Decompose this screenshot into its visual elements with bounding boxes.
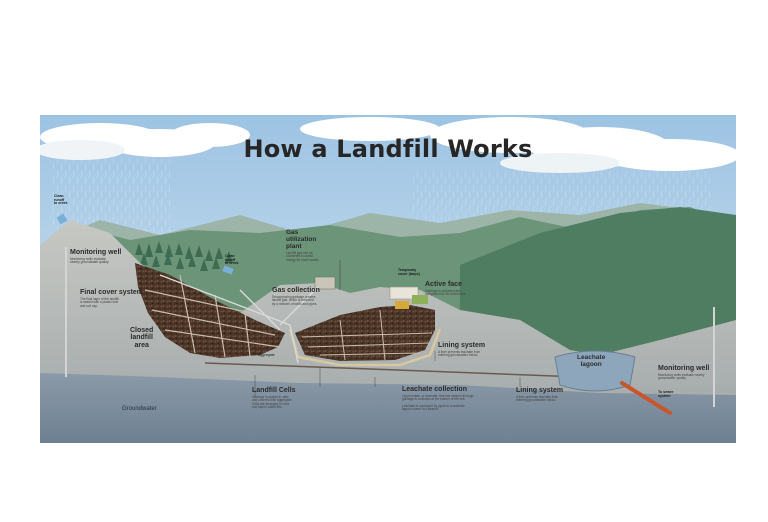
desc-leachate-collection: Liquid waste, or leachate, that has seep… xyxy=(402,395,473,412)
desc-final-cover: The final layer of the landfill is seale… xyxy=(80,298,119,308)
landfill-illustration xyxy=(40,115,736,443)
desc-active-face: Garbage is unloaded and compacted at the… xyxy=(425,290,466,297)
label-groundwater: Groundwater xyxy=(122,406,157,412)
desc-monitoring-well-right: Monitoring wells evaluate nearby groundw… xyxy=(658,374,704,381)
label-aggregate: Aggregate xyxy=(258,354,275,358)
label-gas-collection: Gas collection xyxy=(272,287,320,294)
label-monitoring-well-right: Monitoring well xyxy=(658,365,709,372)
label-temporary-cover: Temporary cover (tarps) xyxy=(398,269,420,277)
desc-monitoring-well-left: Monitoring wells evaluate nearby groundw… xyxy=(70,258,109,265)
diagram-title: How a Landfill Works xyxy=(40,135,736,163)
label-active-face: Active face xyxy=(425,281,462,288)
label-monitoring-well-left: Monitoring well xyxy=(70,249,121,256)
label-clean-runoff-left: Clean runoff to creek xyxy=(54,195,67,206)
label-to-sewer: To sewer system xyxy=(658,391,673,399)
desc-landfill-cells: Garbage is placed in cells and covered w… xyxy=(252,396,292,409)
label-leachate-lagoon: Leachate lagoon xyxy=(577,355,605,369)
label-lining-system-right: Lining system xyxy=(516,387,563,394)
label-landfill-cells: Landfill Cells xyxy=(252,387,296,394)
label-leachate-collection: Leachate collection xyxy=(402,386,467,393)
label-gas-plant: Gas utilization plant xyxy=(286,230,316,250)
bulldozer xyxy=(395,301,409,309)
desc-lining-system-right: A liner prevents leachate from entering … xyxy=(516,396,558,403)
label-lining-system-mid: Lining system xyxy=(438,342,485,349)
label-clean-runoff-mid: Clean runoff to creek xyxy=(225,255,238,266)
label-final-cover: Final cover system xyxy=(80,289,143,296)
desc-gas-plant: Landfill gas can be converted to useful … xyxy=(286,252,319,262)
label-closed-landfill-area: Closed landfill area xyxy=(130,327,153,349)
landfill-diagram: How a Landfill Works Clean runoff to cre… xyxy=(40,115,736,443)
desc-lining-system-mid: A liner prevents leachate from entering … xyxy=(438,351,480,358)
desc-gas-collection: Decomposing garbage creates landfill gas… xyxy=(272,296,317,306)
